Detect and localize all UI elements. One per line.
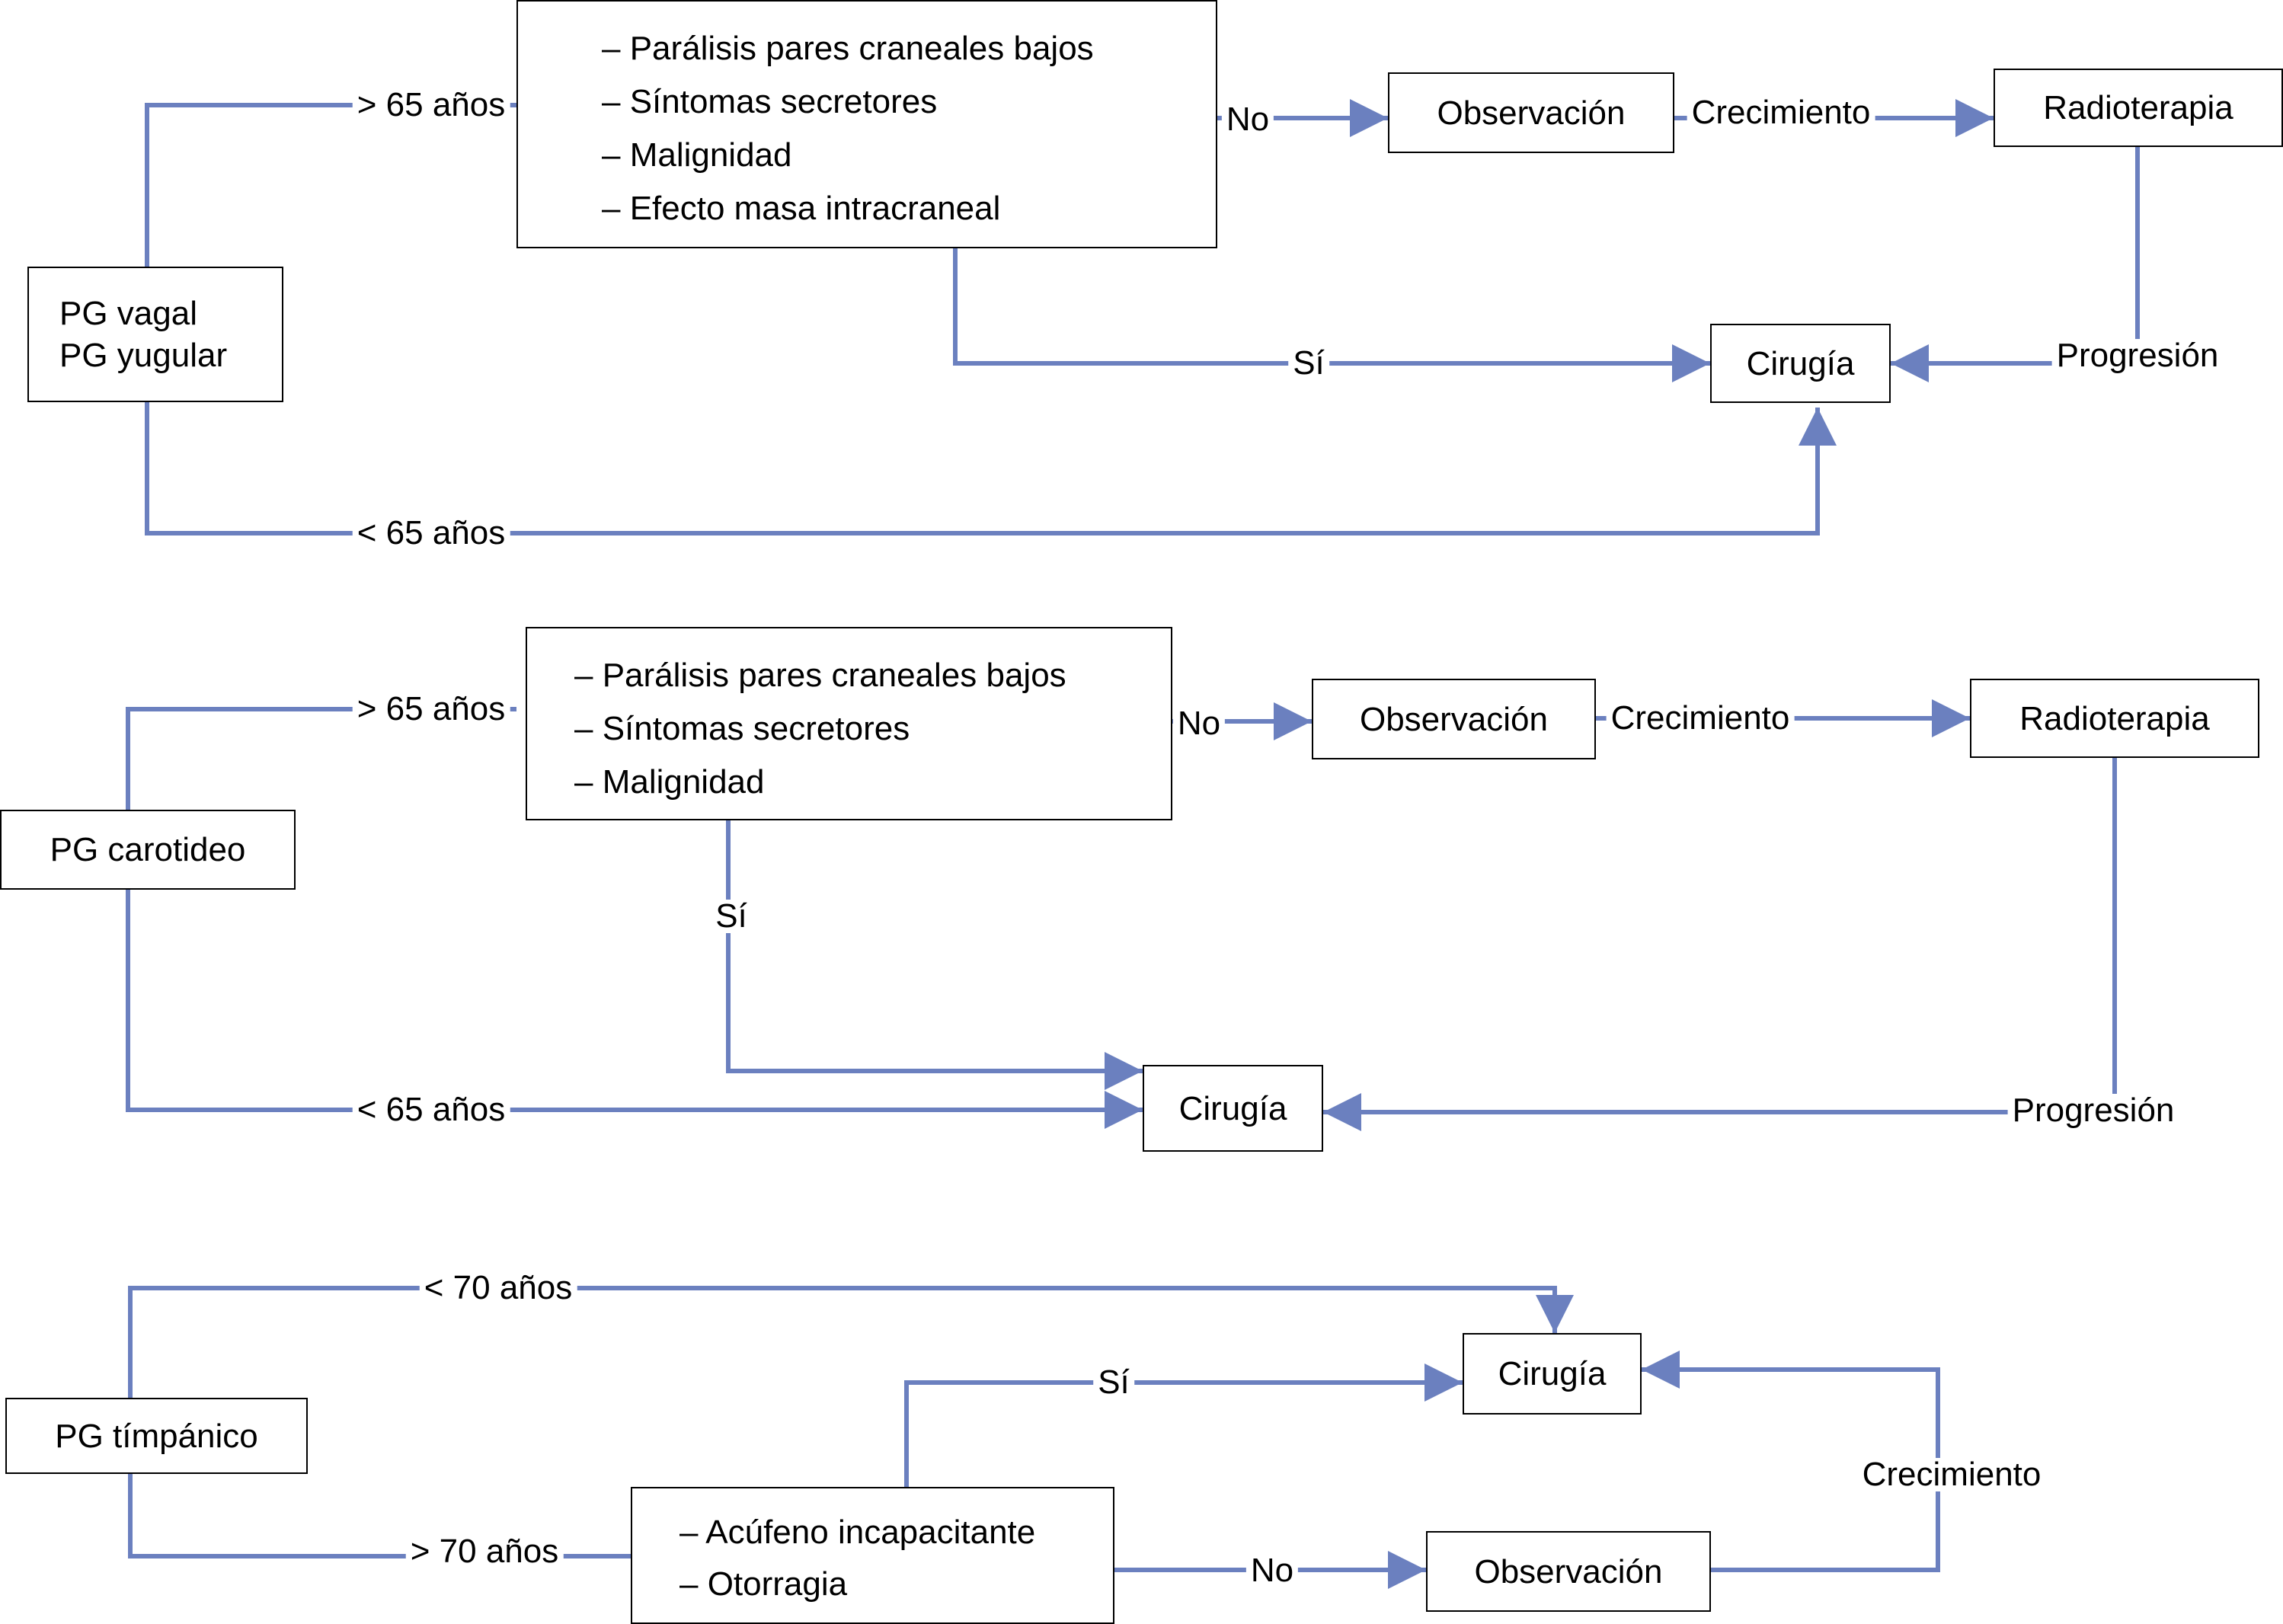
edge-carotid-progression [1323, 758, 2117, 1131]
radiotherapy-box-vagal: Radioterapia [1994, 69, 2283, 147]
no-label: No [1221, 103, 1274, 136]
criteria-box-tympanic: – Acúfeno incapacitante – Otorragia [631, 1487, 1114, 1624]
radiotherapy-label: Radioterapia [2019, 699, 2210, 737]
radiotherapy-box-carotid: Radioterapia [1970, 679, 2259, 758]
progression-label: Progresión [2007, 1094, 2179, 1127]
edge-carotid-under65 [126, 890, 1143, 1129]
edge-tympanic-yes [904, 1363, 1463, 1487]
start-box-tympanic: PG tímpánico [5, 1398, 308, 1474]
observation-box-tympanic: Observación [1426, 1531, 1711, 1612]
criteria-box-vagal: – Parálisis pares craneales bajos – Sínt… [516, 0, 1217, 248]
start-box-vagal-yugular: PG vagal PG yugular [27, 267, 283, 402]
age-over-65-label: > 65 años [352, 88, 510, 122]
edge-vagal-progression [1891, 147, 2140, 382]
growth-label: Crecimiento [1606, 702, 1795, 735]
start-label-tympanic: PG tímpánico [55, 1417, 258, 1455]
observation-box-vagal: Observación [1388, 72, 1674, 153]
criteria-item: – Malignidad [574, 763, 765, 801]
surgery-label: Cirugía [1498, 1355, 1607, 1392]
start-box-carotid: PG carotideo [0, 810, 296, 890]
edge-carotid-yes [726, 820, 1143, 1090]
surgery-label: Cirugía [1746, 344, 1855, 382]
criteria-item: – Otorragia [679, 1565, 848, 1603]
start-label-carotid: PG carotideo [50, 831, 246, 868]
criteria-item: – Efecto masa intracraneal [602, 190, 1001, 227]
observation-label: Observación [1474, 1552, 1663, 1590]
yes-label: Sí [1288, 347, 1329, 380]
surgery-box-tympanic: Cirugía [1463, 1333, 1642, 1415]
growth-label: Crecimiento [1687, 96, 1875, 129]
start-label-yugular: PG yugular [59, 337, 228, 374]
criteria-item: – Acúfeno incapacitante [679, 1514, 1036, 1551]
edge-tympanic-under70 [128, 1286, 1574, 1398]
age-under-70-label: < 70 años [419, 1271, 577, 1305]
progression-label: Progresión [2051, 339, 2224, 372]
surgery-label: Cirugía [1178, 1089, 1287, 1127]
growth-label: Crecimiento [1857, 1458, 2046, 1491]
criteria-box-carotid: – Parálisis pares craneales bajos – Sínt… [526, 627, 1172, 820]
criteria-item: – Parálisis pares craneales bajos [574, 657, 1066, 694]
age-over-70-label: > 70 años [405, 1535, 564, 1568]
criteria-item: – Síntomas secretores [602, 83, 938, 120]
edge-vagal-yes [953, 248, 1710, 382]
observation-label: Observación [1437, 94, 1626, 132]
edge-vagal-over65 [145, 103, 516, 267]
age-over-65-label: > 65 años [352, 692, 510, 726]
yes-label: Sí [1093, 1366, 1134, 1399]
criteria-item: – Malignidad [602, 136, 792, 174]
observation-label: Observación [1359, 700, 1548, 738]
criteria-item: – Síntomas secretores [574, 710, 910, 747]
radiotherapy-label: Radioterapia [2043, 89, 2233, 126]
surgery-box-carotid: Cirugía [1143, 1065, 1323, 1152]
yes-label: Sí [711, 900, 752, 933]
surgery-box-vagal: Cirugía [1710, 324, 1891, 403]
observation-box-carotid: Observación [1312, 679, 1596, 759]
age-under-65-label: < 65 años [352, 516, 510, 550]
no-label: No [1172, 707, 1226, 740]
age-under-65-label: < 65 años [352, 1093, 510, 1127]
no-label: No [1245, 1554, 1299, 1587]
start-label-vagal: PG vagal [59, 295, 197, 332]
edge-vagal-under65 [145, 402, 1837, 535]
criteria-item: – Parálisis pares craneales bajos [602, 30, 1094, 67]
